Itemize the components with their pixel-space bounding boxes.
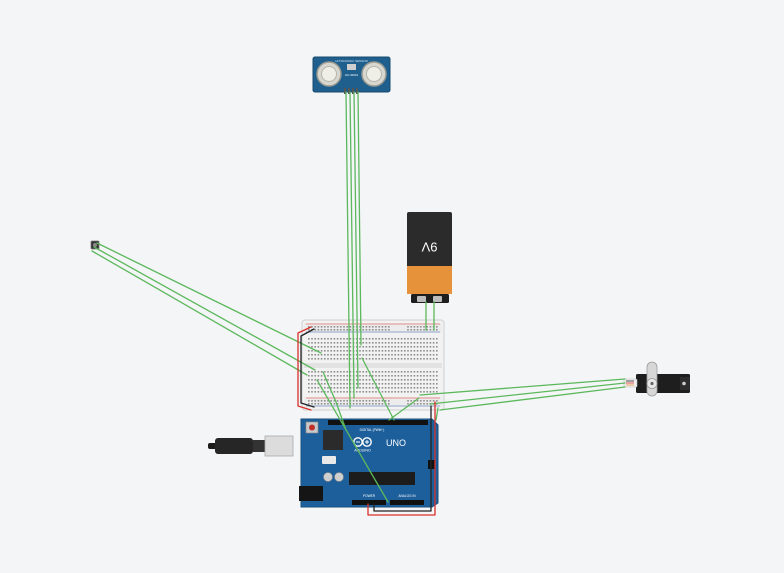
wire-button-1[interactable] — [96, 242, 322, 354]
power-header-label: POWER — [363, 494, 376, 498]
wire-bb-arduino-5[interactable] — [435, 407, 439, 421]
battery-clip — [411, 294, 449, 303]
wire-button-2[interactable] — [93, 246, 316, 371]
capacitor-icon — [334, 472, 344, 482]
crystal-oscillator — [322, 456, 336, 464]
push-button-cap-icon — [93, 243, 97, 247]
arduino-uno[interactable]: DIGITAL (PWM~) ARDUINO UNO POWER ANALOG … — [208, 418, 439, 508]
breadboard-center-channel — [304, 363, 442, 368]
usb-chip — [323, 430, 343, 450]
sensor-header-text: ULTRASONIC SENSOR — [335, 59, 368, 63]
wire-sensor-trig[interactable] — [349, 91, 355, 399]
wire-arduino-5v[interactable] — [367, 401, 436, 516]
wire-bb-arduino-1[interactable] — [322, 371, 347, 431]
arduino-model-label: UNO — [386, 438, 406, 448]
ultrasonic-sensor[interactable]: ULTRASONIC SENSOR HC-SR04 — [312, 56, 391, 94]
digital-pin-header[interactable] — [328, 420, 428, 425]
wire-sensor-echo[interactable] — [353, 91, 359, 389]
sensor-pin[interactable] — [356, 88, 358, 94]
battery-terminal-icon — [417, 296, 426, 302]
arduino-brand-label: ARDUINO — [354, 449, 371, 453]
breadboard-top-rail — [304, 323, 442, 333]
battery-9v[interactable]: 9V — [407, 212, 452, 303]
microcontroller-chip — [349, 472, 415, 485]
wires — [91, 91, 626, 516]
usb-cable — [208, 435, 294, 457]
breadboard-holes — [308, 326, 438, 405]
wire-sensor-vcc[interactable] — [345, 91, 351, 409]
wire-arduino-gnd[interactable] — [373, 405, 432, 512]
battery-band — [407, 266, 452, 294]
capacitor-icon — [323, 472, 333, 482]
power-pin-header[interactable] — [352, 500, 386, 505]
analog-pin-header[interactable] — [390, 500, 424, 505]
breadboard[interactable] — [301, 319, 445, 411]
sensor-pin[interactable] — [344, 88, 346, 94]
battery-voltage-label: 9V — [421, 240, 437, 255]
power-jack[interactable] — [299, 486, 323, 501]
digital-header-label: DIGITAL (PWM~) — [360, 428, 385, 432]
sensor-pin[interactable] — [352, 88, 354, 94]
analog-header-label: ANALOG IN — [398, 494, 416, 498]
wire-servo-2[interactable] — [429, 382, 626, 405]
sensor-pin[interactable] — [348, 88, 350, 94]
sensor-crystal-icon — [347, 64, 356, 70]
breadboard-bottom-rail — [304, 397, 442, 407]
reset-button-icon — [309, 424, 315, 431]
wire-rail-ground-bridge[interactable] — [300, 328, 315, 408]
sensor-model-label: HC-SR04 — [345, 73, 358, 77]
wire-sensor-gnd[interactable] — [357, 91, 362, 346]
wire-rail-power-bridge[interactable] — [297, 326, 312, 411]
battery-terminal-icon — [433, 296, 442, 302]
wire-button-3[interactable] — [91, 250, 308, 376]
wire-servo-1[interactable] — [419, 378, 626, 396]
servo-motor[interactable] — [623, 361, 690, 397]
wire-servo-3[interactable] — [439, 386, 626, 411]
usb-port — [264, 435, 294, 457]
wire-bb-arduino-4[interactable] — [388, 397, 420, 421]
wire-bb-arduino-2[interactable] — [316, 379, 389, 503]
wire-bb-arduino-3[interactable] — [361, 357, 395, 421]
